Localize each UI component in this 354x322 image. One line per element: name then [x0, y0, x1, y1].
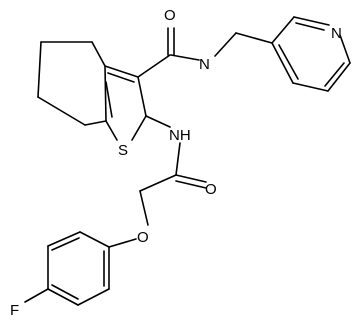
- bond: [292, 82, 329, 92]
- bond: [295, 22, 325, 31]
- bond: [139, 174, 177, 192]
- atom-label-carbonyl-oxygen: O: [205, 181, 217, 198]
- bond: [293, 16, 330, 26]
- bond: [139, 190, 149, 226]
- bond: [105, 120, 118, 141]
- bond: [271, 16, 295, 44]
- bond: [324, 62, 345, 87]
- bond: [108, 238, 137, 248]
- bond: [47, 288, 79, 306]
- bond: [105, 81, 113, 118]
- bond: [104, 65, 107, 122]
- bond: [145, 115, 171, 128]
- bond: [107, 72, 135, 83]
- atom-label-thiophene-sulfur: S: [118, 142, 128, 159]
- bond: [37, 41, 42, 98]
- atom-label-amide-oxygen: O: [164, 7, 176, 24]
- bond: [214, 32, 237, 57]
- bond: [37, 96, 86, 126]
- bond: [175, 142, 181, 176]
- bond: [175, 174, 207, 183]
- atom-label-ether-oxygen: O: [137, 229, 149, 246]
- atom-label-amide-nitrogen: N: [199, 56, 210, 73]
- bond: [137, 54, 171, 78]
- bond: [24, 288, 49, 303]
- bond: [131, 115, 147, 141]
- atom-labels: O N N S NH O O F: [10, 7, 342, 319]
- bond: [235, 32, 273, 44]
- bond: [47, 231, 81, 247]
- bond: [170, 54, 200, 61]
- bond: [327, 62, 351, 92]
- bond: [51, 284, 79, 300]
- bond: [104, 65, 139, 78]
- atom-label-fluorine: F: [10, 302, 19, 319]
- atom-label-pyridine-nitrogen: N: [331, 25, 342, 42]
- bond: [278, 44, 299, 80]
- bond: [271, 42, 294, 84]
- bond: [51, 237, 80, 251]
- bond: [84, 120, 107, 126]
- bonds: [24, 16, 351, 306]
- bond: [175, 180, 207, 189]
- bond: [137, 76, 147, 117]
- bond: [79, 231, 110, 248]
- bond: [91, 41, 106, 67]
- bond: [77, 288, 110, 306]
- bond: [339, 34, 351, 64]
- atom-label-amine-nh: NH: [169, 127, 191, 144]
